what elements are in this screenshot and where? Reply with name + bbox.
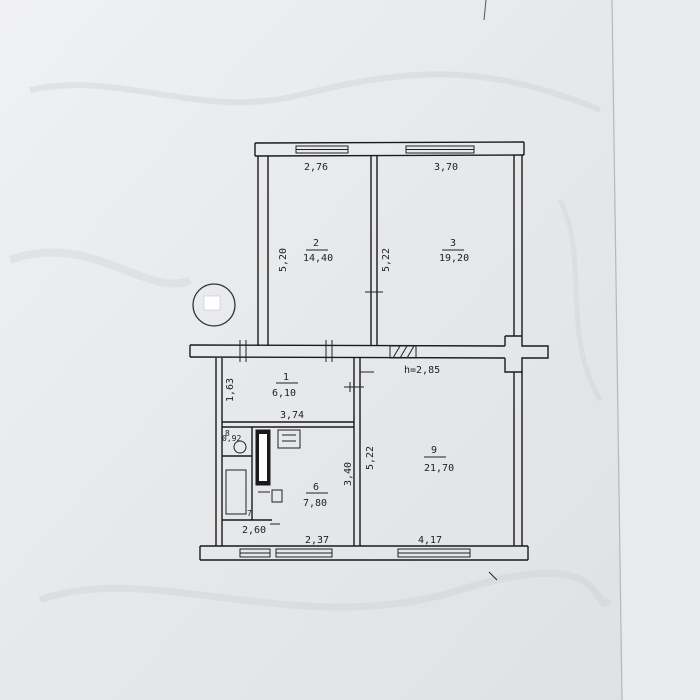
room-3-walls xyxy=(365,155,523,336)
room-3-number: 3 xyxy=(450,238,456,249)
paper-crease xyxy=(38,569,613,611)
dimension-ticks xyxy=(270,523,498,581)
area-fraction-lines xyxy=(276,249,464,494)
dim-room1-left: 1,63 xyxy=(225,378,236,402)
room-7-number: 7 xyxy=(247,509,252,518)
room-9-number: 9 xyxy=(431,445,437,456)
dim-bottom-left: 2,37 xyxy=(305,535,329,546)
room-6-number: 6 xyxy=(313,482,319,493)
paper-crease xyxy=(29,71,602,113)
stamp-mark xyxy=(203,295,221,311)
paper-sheet-main xyxy=(0,0,622,700)
dim-room2-top: 2,76 xyxy=(304,162,328,173)
dim-room9-left: 5,22 xyxy=(365,446,376,470)
room-8-number: 8 xyxy=(225,429,230,438)
dim-room6-right: 3,40 xyxy=(343,462,354,486)
paper-fold-line xyxy=(611,0,623,700)
dim-room1-bottom: 3,74 xyxy=(280,410,304,421)
bottom-right-walls xyxy=(360,371,523,546)
dim-bottom-right: 4,17 xyxy=(418,535,442,546)
room-3-area: 19,20 xyxy=(439,253,469,264)
circle-stamp-icon xyxy=(192,283,236,327)
room-2-walls xyxy=(257,156,378,346)
room-1-number: 1 xyxy=(283,372,289,383)
dim-room3-top: 3,70 xyxy=(434,162,458,173)
paper-crease xyxy=(8,248,192,288)
dim-room2-left: 5,20 xyxy=(278,248,289,272)
ceiling-height-note: h=2,85 xyxy=(404,365,440,376)
pen-mark xyxy=(483,0,487,21)
room-2-number: 2 xyxy=(313,238,319,249)
paper-sheet-edge xyxy=(612,0,700,700)
room-7-area: 2,60 xyxy=(242,525,266,536)
room-2-area: 14,40 xyxy=(303,253,333,264)
bottom-exterior-wall xyxy=(199,545,529,561)
paper-crease xyxy=(557,198,603,402)
middle-wall xyxy=(189,335,549,373)
room-8-area: 0,92 xyxy=(222,434,241,443)
sink-fixture xyxy=(277,429,301,449)
top-exterior-wall xyxy=(254,141,525,157)
room-6-area: 7,80 xyxy=(303,498,327,509)
toilet-fixture xyxy=(233,440,247,454)
bottom-left-walls xyxy=(215,358,364,546)
dim-room3-left: 5,22 xyxy=(381,248,392,272)
room-9-area: 21,70 xyxy=(424,463,454,474)
bathtub-fixture xyxy=(225,469,247,515)
room-1-area: 6,10 xyxy=(272,388,296,399)
